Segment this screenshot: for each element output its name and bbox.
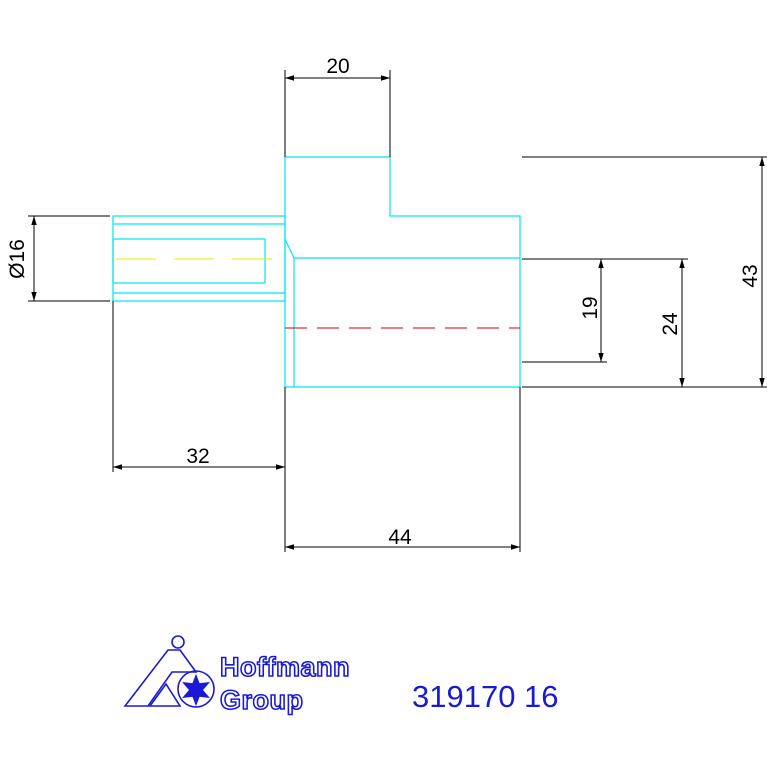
head-outline: [284, 156, 521, 388]
dim-label-19: 19: [579, 296, 602, 319]
dim-label-44: 44: [388, 526, 412, 549]
dim-label-20: 20: [326, 55, 349, 78]
part-number: 319170 16: [412, 679, 559, 714]
dim-label-24: 24: [659, 312, 682, 336]
dim-label-43: 43: [739, 264, 762, 287]
logo-text-hoffmann: Hoffmann: [220, 652, 350, 682]
hoffmann-group-logo-icon: [123, 635, 215, 708]
logo-text-group: Group: [220, 685, 304, 715]
part-outline: [112, 156, 521, 388]
dim-label-diameter: Ø16: [6, 239, 29, 279]
shank-bore: [112, 238, 266, 284]
dim-label-32: 32: [186, 445, 209, 468]
